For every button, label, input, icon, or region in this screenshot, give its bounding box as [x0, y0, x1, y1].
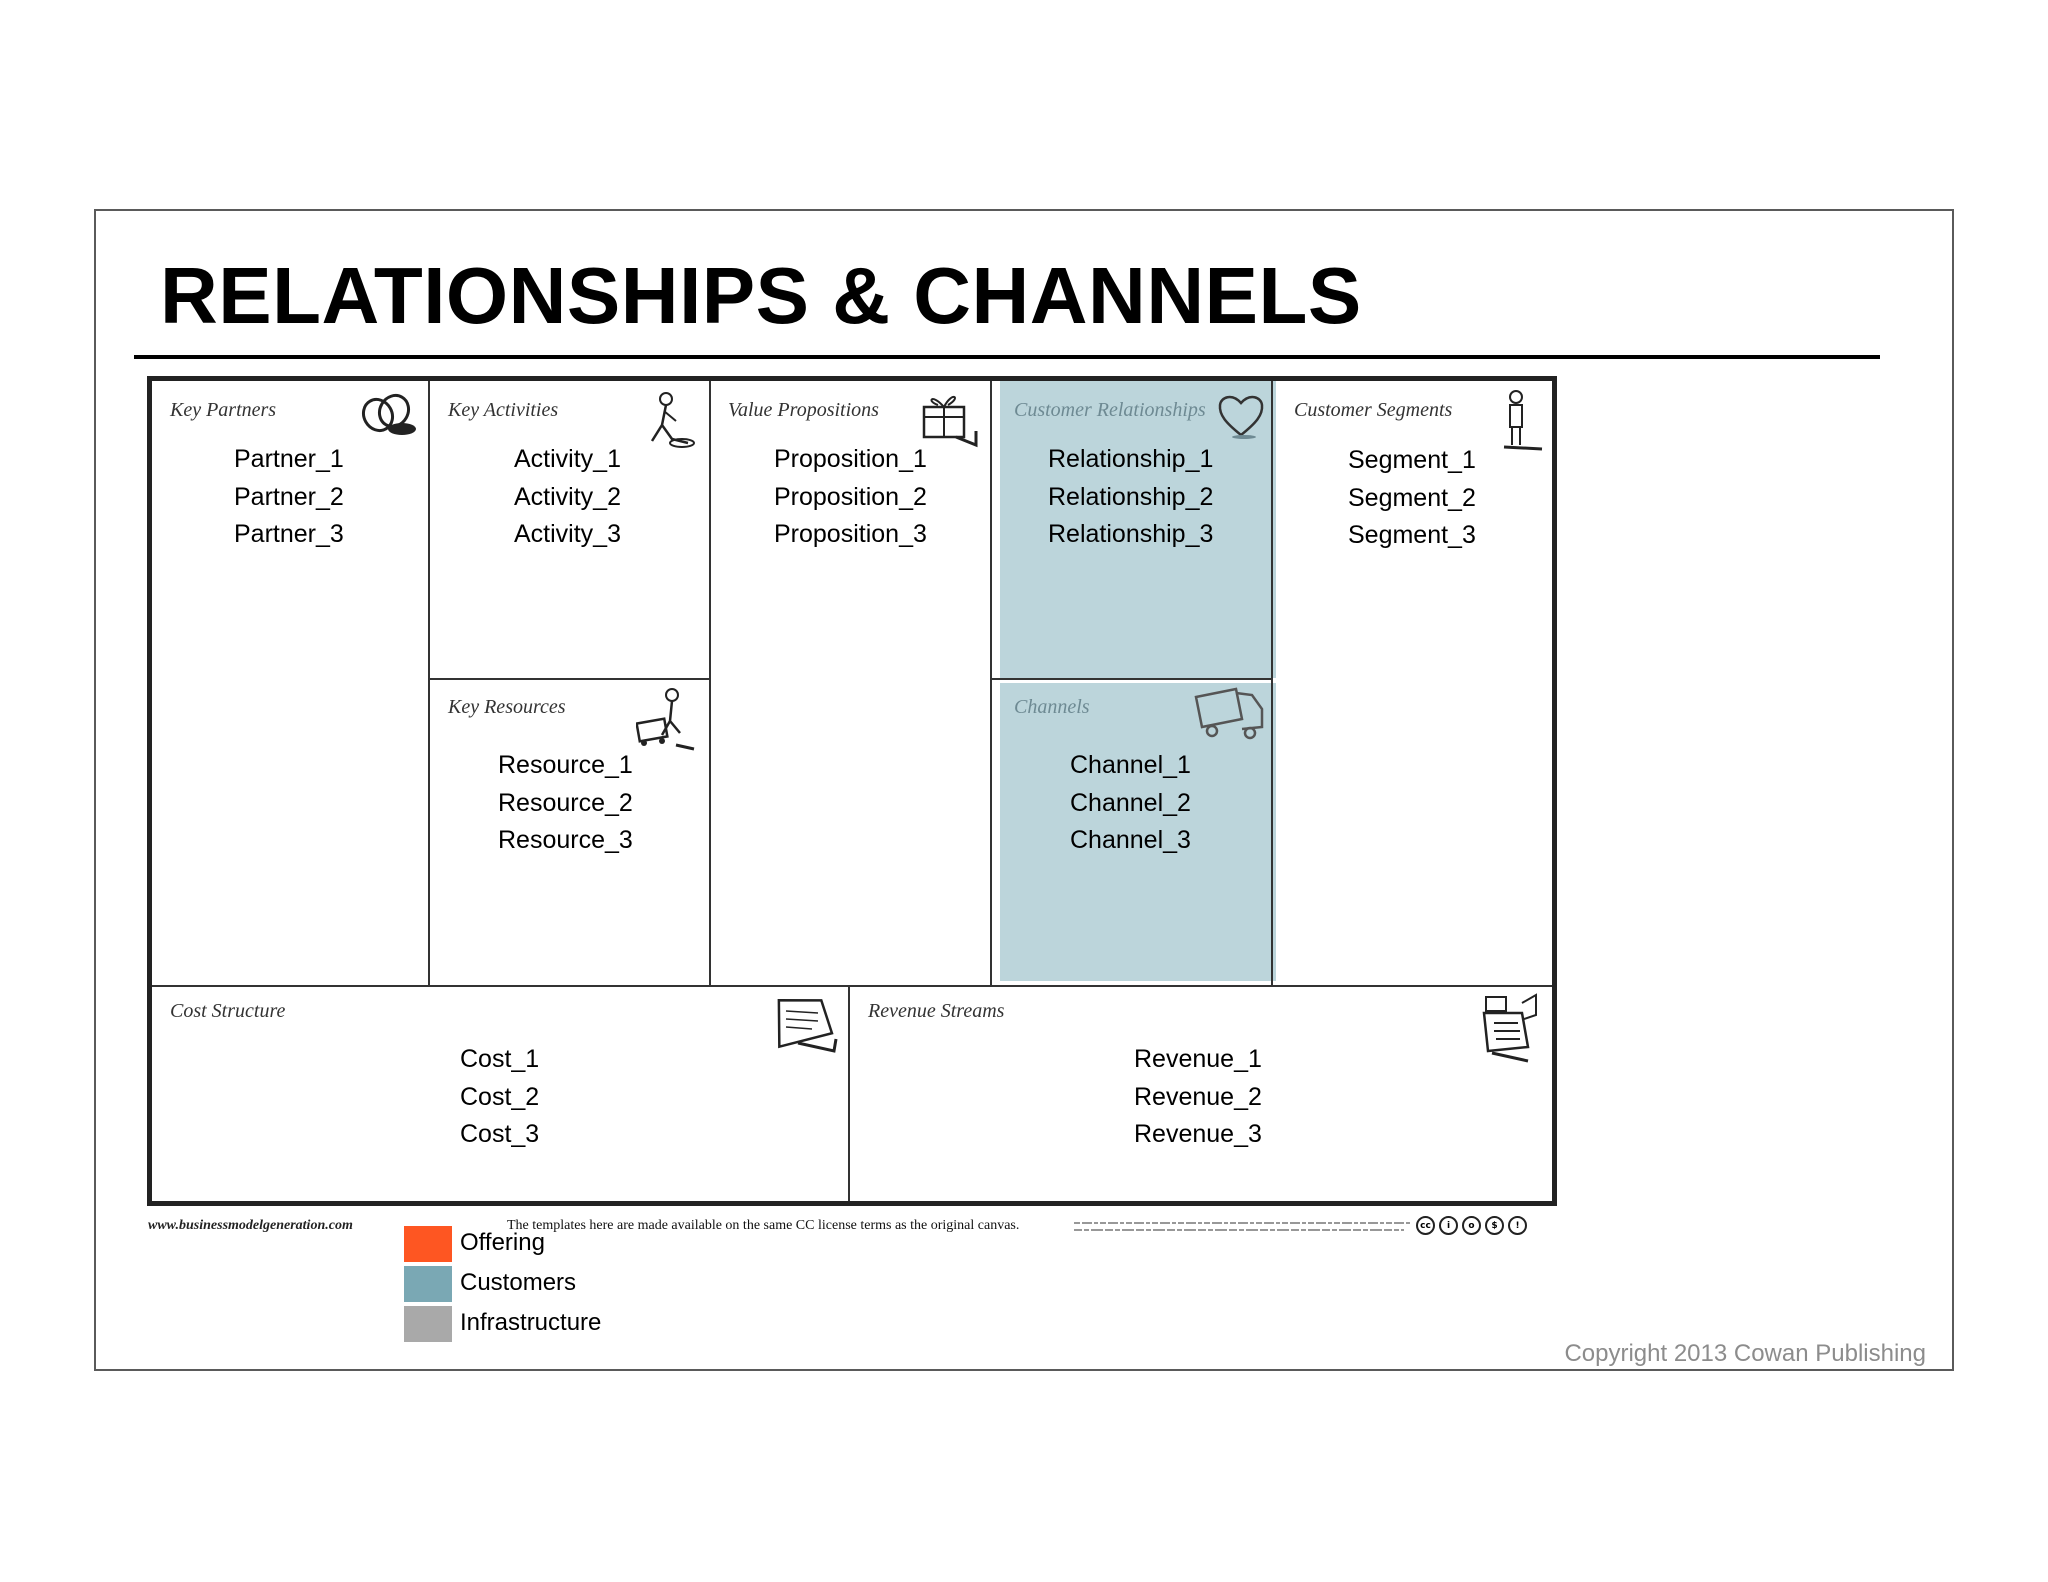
gift-box-icon	[918, 387, 980, 454]
list-item: Cost_3	[460, 1120, 540, 1148]
key-resources-label: Key Resources	[448, 696, 566, 718]
key-activities-label: Key Activities	[448, 399, 559, 421]
divider	[990, 678, 1273, 680]
value-propositions-list: Proposition_1 Proposition_2 Proposition_…	[774, 441, 927, 554]
legend-label: Customers	[460, 1269, 577, 1296]
legend-item-offering: Offering	[404, 1226, 704, 1262]
list-item: Channel_3	[1070, 826, 1191, 854]
key-partners-list: Partner_1 Partner_2 Partner_3	[234, 441, 344, 554]
chain-links-icon	[358, 389, 420, 446]
channels-label: Channels	[1014, 696, 1090, 718]
cc-icon: cc	[1416, 1216, 1435, 1235]
revenue-streams-list: Revenue_1 Revenue_2 Revenue_3	[1134, 1041, 1262, 1154]
legend-item-customers: Customers	[404, 1266, 704, 1302]
creative-commons-icons: cc i o $ !	[1416, 1216, 1527, 1238]
list-item: Proposition_3	[774, 520, 927, 548]
list-item: Activity_1	[514, 445, 621, 473]
key-activities-list: Activity_1 Activity_2 Activity_3	[514, 441, 621, 554]
channels-list: Channel_1 Channel_2 Channel_3	[1070, 747, 1191, 860]
list-item: Revenue_3	[1134, 1120, 1262, 1148]
divider	[428, 678, 711, 680]
cost-structure-list: Cost_1 Cost_2 Cost_3	[460, 1041, 539, 1154]
legend-label: Offering	[460, 1229, 545, 1256]
page-title: RELATIONSHIPS & CHANNELS	[160, 251, 1362, 340]
list-item: Proposition_2	[774, 482, 927, 511]
legend-item-infrastructure: Infrastructure	[404, 1306, 704, 1342]
list-item: Partner_2	[234, 482, 344, 511]
infrastructure-swatch	[404, 1306, 452, 1342]
key-partners-label: Key Partners	[170, 399, 277, 421]
receipt-icon	[768, 993, 840, 1060]
divider	[709, 381, 711, 987]
customers-swatch	[404, 1266, 452, 1302]
divider	[848, 985, 850, 1201]
share-alike-icon: o	[1462, 1216, 1481, 1235]
channels-highlight	[1000, 683, 1276, 981]
divider	[990, 381, 992, 987]
person-license-icon: !	[1508, 1216, 1527, 1235]
person-icon	[1498, 389, 1544, 456]
list-item: Relationship_3	[1048, 520, 1214, 548]
copyright-notice: Copyright 2013 Cowan Publishing	[1564, 1340, 1926, 1367]
list-item: Cost_1	[460, 1045, 540, 1073]
cost-structure-label: Cost Structure	[170, 1000, 286, 1022]
list-item: Resource_2	[498, 788, 633, 817]
noncommercial-icon: $	[1485, 1216, 1504, 1235]
cash-register-icon	[1478, 991, 1542, 1072]
cart-worker-icon	[635, 687, 698, 756]
list-item: Resource_3	[498, 826, 633, 854]
attribution-icon: i	[1439, 1216, 1458, 1235]
legend-label: Infrastructure	[460, 1309, 602, 1336]
worker-icon	[642, 391, 698, 454]
customer-relationships-label: Customer Relationships	[1014, 399, 1206, 421]
list-item: Relationship_2	[1048, 482, 1214, 511]
list-item: Partner_1	[234, 445, 344, 473]
divider	[428, 381, 430, 987]
list-item: Revenue_2	[1134, 1082, 1262, 1111]
list-item: Channel_1	[1070, 751, 1191, 779]
footer-url: www.businessmodelgeneration.com	[148, 1218, 353, 1233]
list-item: Proposition_1	[774, 445, 927, 473]
customer-segments-list: Segment_1 Segment_2 Segment_3	[1348, 442, 1476, 555]
list-item: Channel_2	[1070, 788, 1191, 817]
list-item: Relationship_1	[1048, 445, 1214, 473]
list-item: Partner_3	[234, 520, 344, 548]
customer-relationships-list: Relationship_1 Relationship_2 Relationsh…	[1048, 441, 1213, 554]
customer-relationships-highlight	[1000, 381, 1276, 678]
list-item: Cost_2	[460, 1082, 540, 1111]
footer-license-note: The templates here are made available on…	[507, 1218, 1020, 1233]
title-divider	[134, 355, 1880, 359]
license-fine-print	[1074, 1220, 1414, 1234]
customer-segments-label: Customer Segments	[1294, 399, 1453, 421]
divider	[152, 985, 1552, 987]
list-item: Revenue_1	[1134, 1045, 1262, 1073]
business-model-canvas: Key Partners Partner_1 Partner_2 Partner…	[147, 376, 1557, 1206]
truck-icon	[1192, 685, 1266, 748]
list-item: Segment_1	[1348, 446, 1476, 474]
list-item: Activity_3	[514, 520, 621, 548]
list-item: Activity_2	[514, 482, 621, 511]
revenue-streams-label: Revenue Streams	[868, 1000, 1005, 1022]
key-resources-list: Resource_1 Resource_2 Resource_3	[498, 747, 633, 860]
offering-swatch	[404, 1226, 452, 1262]
heart-icon	[1216, 391, 1266, 444]
divider	[1271, 381, 1273, 987]
list-item: Resource_1	[498, 751, 633, 779]
value-propositions-label: Value Propositions	[728, 399, 879, 421]
list-item: Segment_3	[1348, 521, 1476, 549]
list-item: Segment_2	[1348, 483, 1476, 512]
